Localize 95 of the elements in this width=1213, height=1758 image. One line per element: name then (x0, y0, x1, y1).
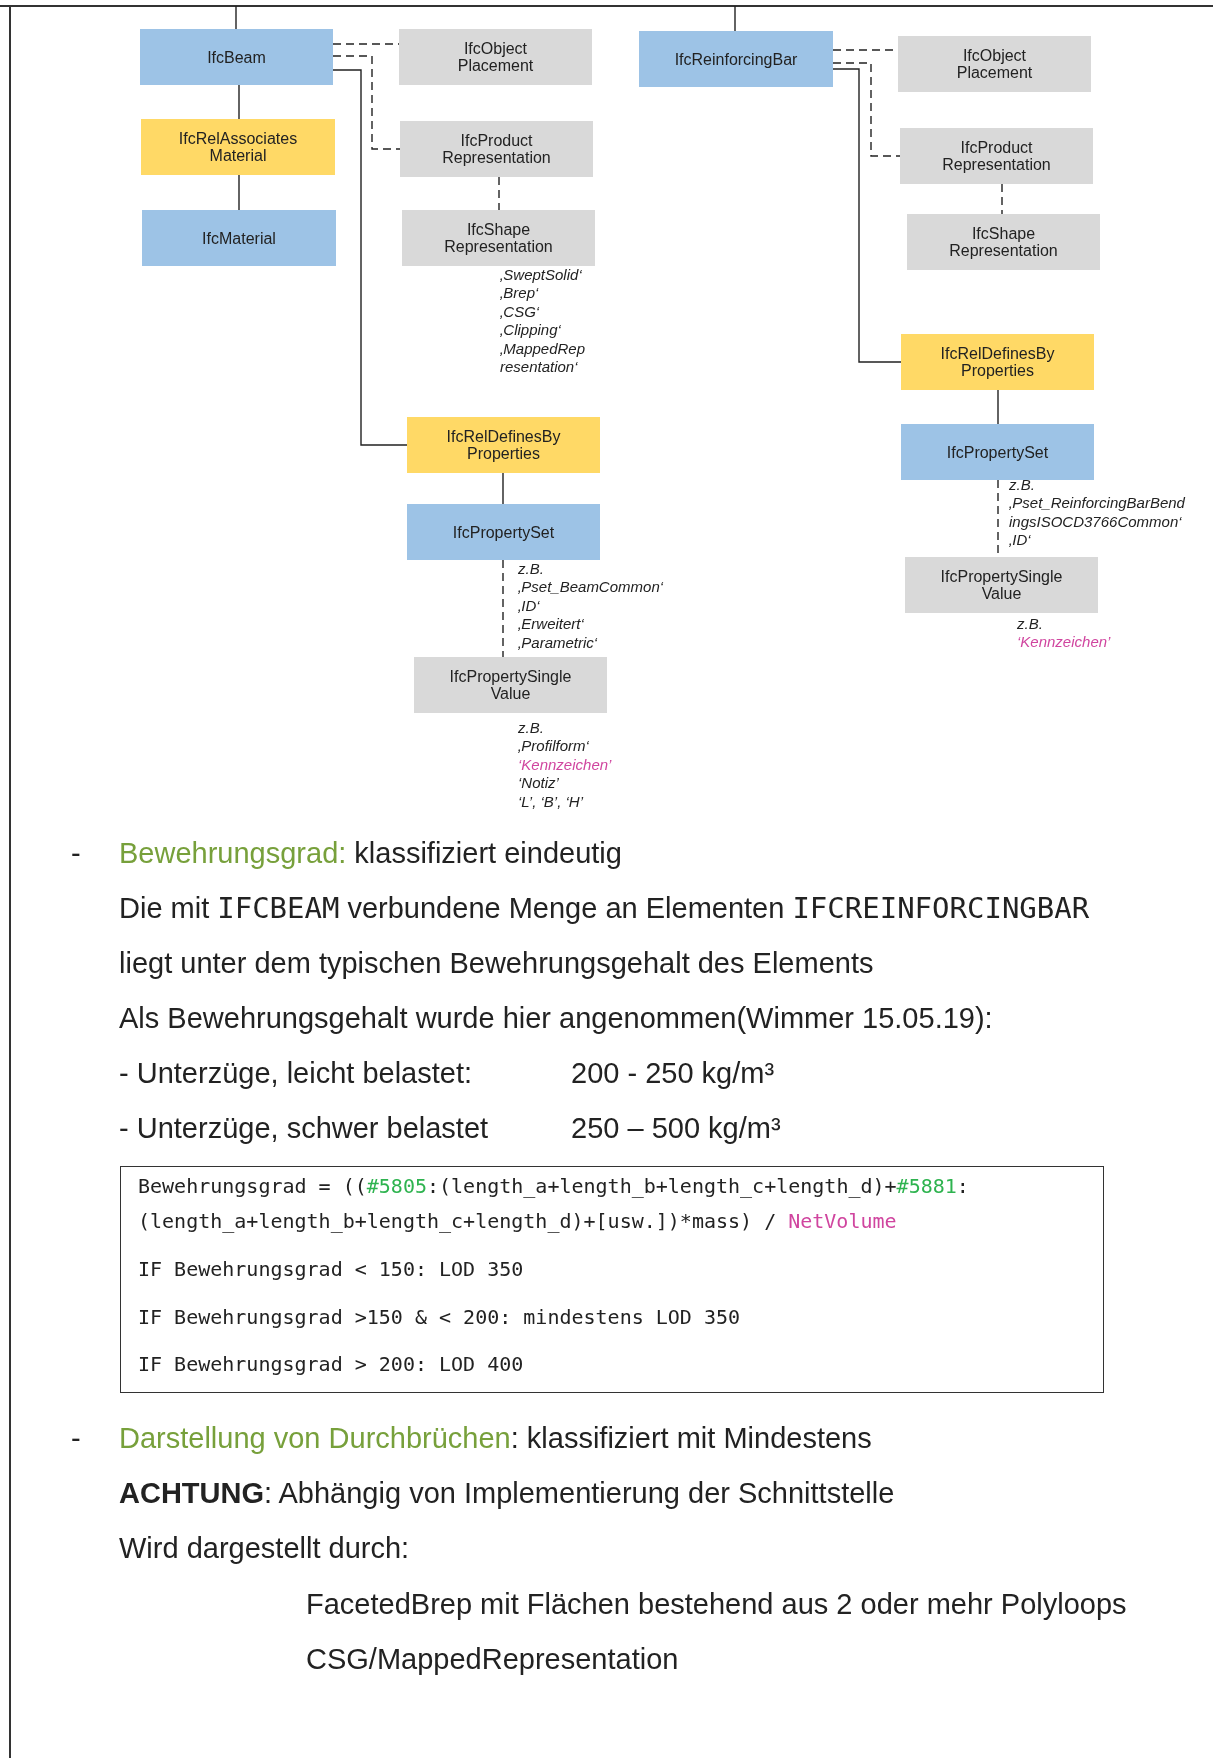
annotation-text: ‚Clipping‘ (500, 321, 561, 340)
class-name: IfcBeam (207, 48, 266, 66)
dashed-connector (498, 176, 500, 211)
annotation-text: z.B. (1017, 615, 1043, 634)
class-name: IfcPropertySingle Value (448, 668, 573, 702)
connector-line (502, 472, 504, 505)
body-text: Als Bewehrungsgehalt wurde hier angenommen(Wimmer 15.05.19): (119, 1001, 993, 1035)
class-box (407, 417, 600, 473)
body-text: klassifiziert eindeutig (354, 836, 622, 870)
class-name: IfcPropertySet (452, 523, 555, 541)
code-text: Bewehrungsgrad = (( (138, 1174, 367, 1198)
class-name: IfcObject Placement (955, 47, 1034, 81)
annotation-text: ‚Pset_ReinforcingBarBend ingsISOCD3766Common‘ (1009, 494, 1186, 532)
code-text: #5805 (366, 1174, 427, 1198)
bullet-dash: - (71, 836, 81, 870)
code-text: IF Bewehrungsgrad > 200: LOD 400 (138, 1352, 524, 1376)
dashed-connector (832, 62, 901, 157)
dashed-connector (1001, 183, 1003, 215)
annotation-text: ‘Kennzeichen’ (518, 755, 612, 775)
annotation-text: ‚SweptSolid‘ (500, 266, 582, 285)
annotation-text: z.B. (1009, 476, 1035, 495)
body-text: 250 – 500 kg/m³ (571, 1111, 781, 1145)
dashed-connector (502, 559, 504, 658)
annotation-text: ‚Parametric‘ (518, 633, 598, 653)
body-text: IFCREINFORCINGBAR (792, 891, 1090, 925)
bullet-dash: - (71, 1421, 81, 1455)
class-name: IfcShape Representation (443, 221, 554, 255)
body-text: - Unterzüge, leicht belastet: (119, 1056, 472, 1090)
body-text: CSG/MappedRepresentation (306, 1642, 679, 1676)
class-box (402, 210, 595, 266)
annotation-text: z.B. (518, 560, 544, 579)
code-text: : (956, 1174, 969, 1198)
connector-line (235, 5, 237, 30)
class-box (639, 31, 833, 87)
class-box (142, 210, 336, 266)
body-text: verbundene Menge an Elementen (347, 892, 785, 925)
annotation-text: ‚ID‘ (1009, 531, 1031, 550)
code-text: :(length_a+length_b+length_c+length_d)+ (427, 1174, 897, 1198)
heading-text: Darstellung von Durchbrüchen (119, 1421, 511, 1455)
class-box (900, 128, 1093, 184)
annotation-text: z.B. (518, 719, 544, 738)
code-text: IF Bewehrungsgrad < 150: LOD 350 (138, 1257, 524, 1281)
connector-line (832, 68, 902, 363)
annotation-text: ‚Erweitert‘ (518, 615, 584, 634)
class-box (901, 424, 1094, 480)
class-name: IfcPropertySet (946, 443, 1049, 461)
code-text: IF Bewehrungsgrad >150 & < 200: mindestens LOD 350 (138, 1305, 741, 1329)
code-text: (length_a+length_b+length_c+length_d)+[usw.])*mass) / (138, 1209, 777, 1233)
annotation-text: ‚CSG‘ (500, 302, 540, 322)
class-box (905, 557, 1098, 613)
class-box (898, 36, 1091, 92)
annotation-text: ‚Profilform‘ (518, 737, 589, 756)
class-box (901, 334, 1094, 390)
class-box (140, 29, 333, 85)
connector-line (734, 5, 736, 32)
annotation-text: ‚MappedRep resentation‘ (500, 339, 587, 377)
body-text: Die mit (119, 892, 210, 925)
class-name: IfcObject Placement (456, 40, 535, 74)
annotation-text: ‘Kennzeichen’ (1017, 633, 1111, 652)
class-box (414, 657, 607, 713)
body-text: Wird dargestellt durch: (119, 1531, 410, 1565)
body-text: FacetedBrep mit Flächen bestehend aus 2 oder mehr Polyloops (306, 1587, 1127, 1621)
connector-line (238, 84, 240, 120)
annotation-text: ‘Notiz’ (518, 774, 559, 793)
class-name: IfcPropertySingle Value (939, 568, 1064, 602)
body-text: IFCBEAM (217, 891, 340, 925)
class-name: IfcRelDefinesBy Properties (445, 428, 562, 462)
annotation-text: ‚ID‘ (518, 596, 540, 616)
code-text: NetVolume (788, 1209, 897, 1233)
class-name: IfcRelAssociates Material (177, 130, 299, 164)
connector-line (238, 174, 240, 211)
class-name: IfcShape Representation (948, 225, 1059, 259)
annotation-text: ‘L’, ‘B’, ‘H’ (518, 792, 584, 812)
class-name: IfcProduct Representation (941, 139, 1052, 173)
class-box (400, 121, 593, 177)
connector-line (332, 69, 408, 446)
heading-text: Bewehrungsgrad: (119, 836, 347, 870)
body-text: liegt unter dem typischen Bewehrungsgehalt des Elements (119, 946, 874, 980)
class-box (407, 504, 600, 560)
class-name: IfcProduct Representation (441, 132, 552, 166)
code-text: #5881 (896, 1174, 957, 1198)
body-text: ACHTUNG: Abhängig von Implementierung der Schnittstelle (119, 1476, 895, 1510)
annotation-text: ‚Brep‘ (500, 284, 539, 303)
class-box (141, 119, 335, 175)
dashed-connector (332, 55, 401, 150)
class-name: IfcRelDefinesBy Properties (939, 345, 1056, 379)
annotation-text: ‚Pset_BeamCommon‘ (518, 578, 664, 597)
connector-line (997, 389, 999, 425)
class-name: IfcMaterial (202, 229, 276, 247)
class-box (399, 29, 592, 85)
body-text: 200 - 250 kg/m³ (571, 1056, 775, 1090)
body-text: : klassifiziert mit Mindestens (510, 1421, 872, 1455)
body-text: - Unterzüge, schwer belastet (119, 1111, 489, 1145)
class-box (907, 214, 1100, 270)
class-name: IfcReinforcingBar (674, 50, 798, 68)
